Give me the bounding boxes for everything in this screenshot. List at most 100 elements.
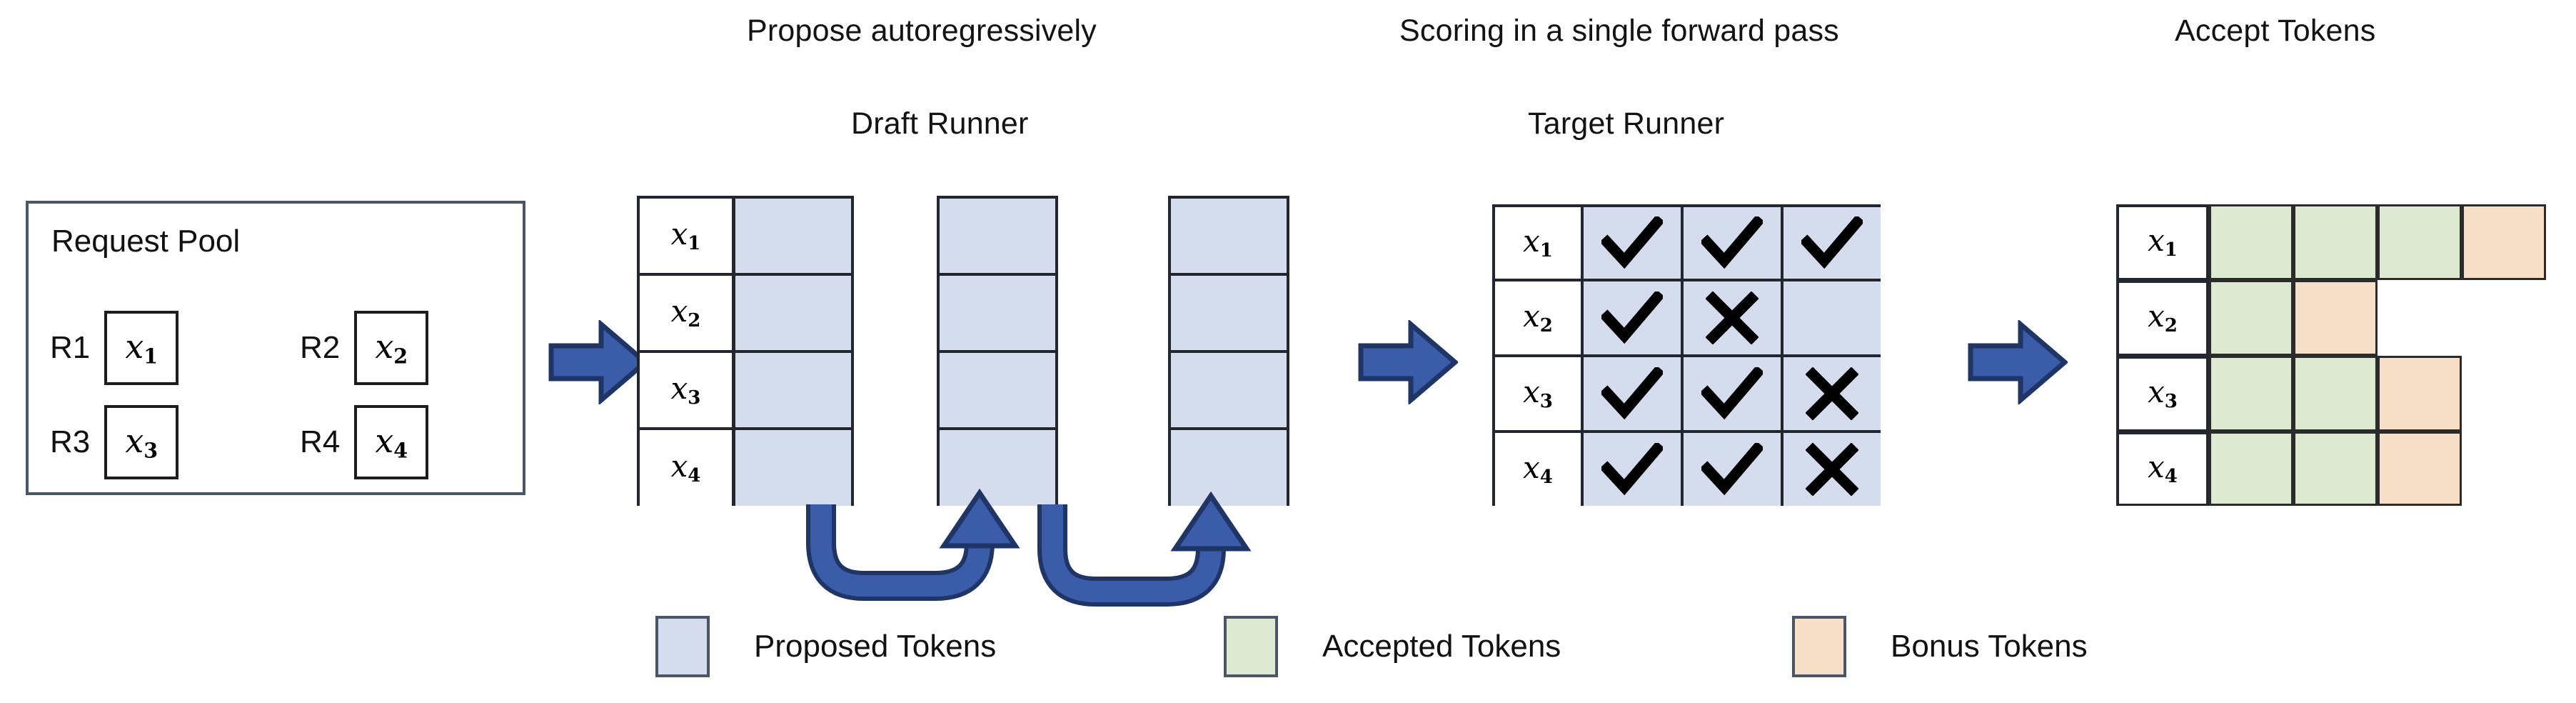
draft-cell-c1-r3 [735,353,851,430]
request-token-box-r3: x3 [104,405,179,479]
check-icon [1701,443,1763,496]
legend-item-bonus: Bonus Tokens [1792,616,2088,677]
check-icon [1701,216,1763,269]
cross-icon [1806,443,1858,496]
draft-cell-c3-r1 [1171,199,1287,276]
request-pool-item-r2: R2 x2 [300,311,429,385]
accept-cell-r3-c1 [2209,356,2293,432]
target-cell-r3-c3 [1783,357,1881,433]
target-cell-r2-c2 [1684,281,1783,357]
draft-cell-c1-r1 [735,199,851,276]
accept-row-label-2: x2 [2116,280,2209,356]
cross-icon [1706,291,1759,344]
draft-row-label-4: x4 [640,430,732,506]
token-x1: x1 [125,326,159,368]
request-pool-title: Request Pool [51,224,241,259]
feedback-arrow-1 [806,488,1020,601]
cross-icon [1806,367,1858,420]
accept-row-label-4: x4 [2116,432,2209,506]
caption-target-runner: Target Runner [1528,106,1725,141]
accept-cell-r4-c1 [2209,432,2293,506]
caption-propose-autoregressively: Propose autoregressively [747,14,1097,48]
legend-label-bonus: Bonus Tokens [1891,629,2088,664]
accept-cell-r1-c3 [2378,204,2462,280]
target-runner-matrix: x1 x2 x3 [1492,204,1881,506]
flow-arrow-draft-to-target [1358,320,1458,404]
request-token-box-r1: x1 [104,311,179,385]
accept-row-label-1: x1 [2116,204,2209,280]
accept-cell-r3-c3 [2378,356,2462,432]
target-cell-r4-c3 [1783,433,1881,506]
legend-item-accepted: Accepted Tokens [1224,616,1561,677]
draft-cell-c1-r4 [735,430,851,506]
target-cell-r1-c2 [1684,207,1783,281]
draft-cell-c3-r3 [1171,353,1287,430]
target-cell-r3-c2 [1684,357,1783,433]
draft-cell-c2-r2 [940,276,1055,353]
draft-proposed-column-2 [937,196,1058,506]
request-pool-panel: Request Pool R1 x1 R2 x2 R3 x3 R4 x4 [26,201,525,495]
target-cell-r4-c1 [1584,433,1684,506]
check-icon [1601,291,1663,344]
request-label-r2: R2 [300,330,341,365]
accept-cell-r4-c3 [2378,432,2462,506]
token-x2: x2 [375,326,408,368]
caption-draft-runner: Draft Runner [851,106,1029,141]
accept-cell-r1-c1 [2209,204,2293,280]
request-pool-item-r3: R3 x3 [50,405,179,479]
request-token-box-r2: x2 [354,311,429,385]
draft-cell-c2-r3 [940,353,1055,430]
legend: Proposed Tokens Accepted Tokens Bonus To… [0,616,2576,694]
draft-proposed-column-3 [1168,196,1289,506]
target-cell-r2-c3 [1783,281,1881,357]
draft-runner-label-column: x1 x2 x3 x4 [637,196,734,506]
target-cell-r4-c2 [1684,433,1783,506]
token-x4: x4 [375,421,408,462]
accept-tokens-grid: x1 x2 x3 x4 [2116,204,2546,506]
legend-swatch-accepted [1224,616,1278,677]
accept-cell-r1-c2 [2293,204,2378,280]
target-row-label-4: x4 [1495,433,1584,506]
accept-row-label-3: x3 [2116,356,2209,432]
token-x3: x3 [125,421,159,462]
legend-label-proposed: Proposed Tokens [754,629,997,664]
check-icon [1701,367,1763,420]
target-cell-r1-c3 [1783,207,1881,281]
draft-cell-c3-r4 [1171,430,1287,506]
caption-scoring-single-forward-pass: Scoring in a single forward pass [1399,14,1839,48]
draft-cell-c1-r2 [735,276,851,353]
check-icon [1601,216,1663,269]
accept-cell-r2-c1 [2209,280,2293,356]
request-label-r3: R3 [50,424,91,459]
check-icon [1801,216,1863,269]
feedback-arrow-2 [1037,491,1252,607]
legend-swatch-proposed [655,616,710,677]
target-cell-r3-c1 [1584,357,1684,433]
target-row-label-1: x1 [1495,207,1584,281]
draft-row-label-2: x2 [640,276,732,353]
accept-cell-r2-c2 [2293,280,2378,356]
check-icon [1601,443,1663,496]
request-pool-item-r4: R4 x4 [300,405,429,479]
draft-cell-c3-r2 [1171,276,1287,353]
flow-arrow-target-to-accept [1968,320,2068,404]
draft-row-label-3: x3 [640,353,732,430]
request-token-box-r4: x4 [354,405,429,479]
request-label-r1: R1 [50,330,91,365]
accept-cell-r3-c2 [2293,356,2378,432]
target-row-label-3: x3 [1495,357,1584,433]
accept-cell-r4-c2 [2293,432,2378,506]
caption-accept-tokens: Accept Tokens [2175,14,2376,48]
legend-label-accepted: Accepted Tokens [1322,629,1561,664]
target-cell-r1-c1 [1584,207,1684,281]
flow-arrow-pool-to-draft [548,320,648,404]
draft-cell-c2-r4 [940,430,1055,506]
draft-row-label-1: x1 [640,199,732,276]
request-pool-item-r1: R1 x1 [50,311,179,385]
legend-swatch-bonus [1792,616,1846,677]
accept-cell-r1-c4 [2462,204,2546,280]
legend-item-proposed: Proposed Tokens [655,616,996,677]
target-row-label-2: x2 [1495,281,1584,357]
request-label-r4: R4 [300,424,341,459]
draft-proposed-column-1 [733,196,854,506]
